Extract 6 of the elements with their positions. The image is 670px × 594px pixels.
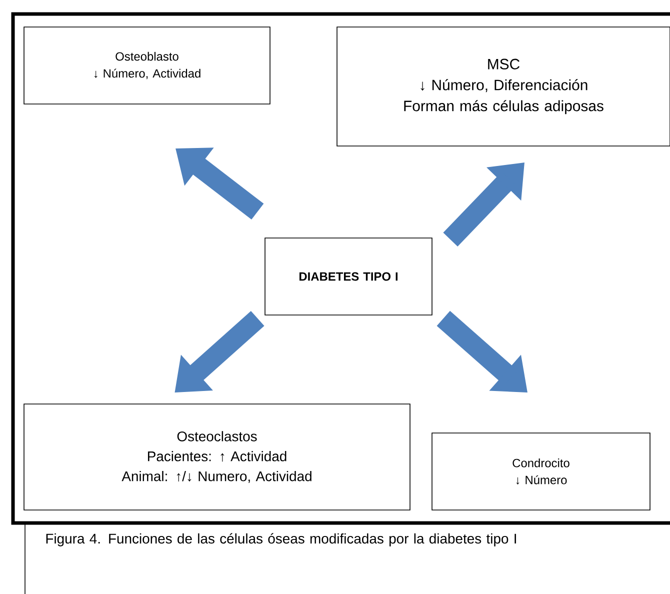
cell-box: MSC ↓ Número, Diferenciación Forman más células adiposas — [336, 26, 670, 146]
figure-caption: Figura 4. Funciones de las células óseas modificadas por la diabetes tipo I — [46, 533, 516, 546]
cell-box: Condrocito ↓ Número — [432, 432, 650, 510]
cell-box: Osteoblasto ↓ Número, Actividad — [24, 26, 270, 104]
diagnosis-box: DIABETES TIPO I — [264, 238, 432, 316]
cell-box: Osteoclastos Pacientes: ↑ Actividad Animal: ↑/↓ Numero, Actividad — [24, 404, 410, 510]
